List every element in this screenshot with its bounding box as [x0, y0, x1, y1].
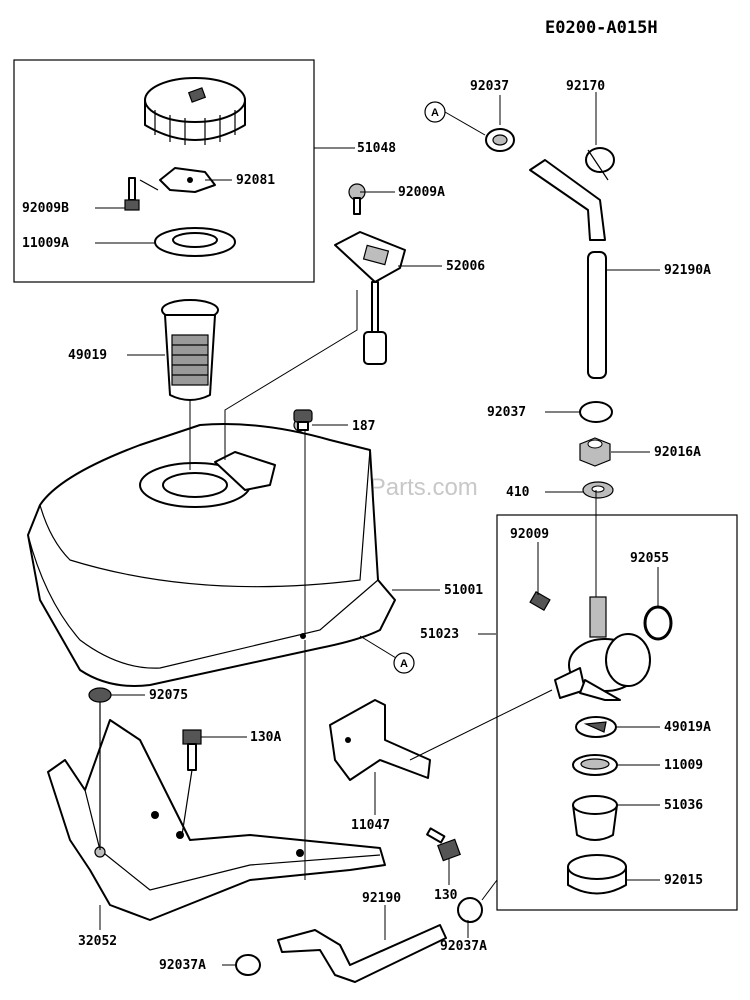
label-187: 187 [352, 419, 375, 434]
svg-text:A: A [400, 658, 408, 670]
screw-92009b[interactable] [124, 177, 140, 211]
screw-92009a[interactable] [348, 183, 366, 215]
fuel-cock-assembly-box [496, 514, 738, 911]
label-11009: 11009 [664, 758, 703, 773]
label-92009a: 92009A [398, 185, 445, 200]
bolt-130[interactable] [426, 827, 461, 862]
label-92009b: 92009B [22, 201, 69, 216]
label-51036: 51036 [664, 798, 703, 813]
label-51001: 51001 [444, 583, 483, 598]
label-92075: 92075 [149, 688, 188, 703]
label-92037-top: 92037 [470, 79, 509, 94]
clamp-92037-mid[interactable] [579, 401, 613, 423]
gasket-11009[interactable] [572, 754, 618, 776]
bolt-130a[interactable] [182, 729, 202, 771]
label-51048: 51048 [357, 141, 396, 156]
label-32052: 32052 [78, 934, 117, 949]
fuel-hose-92190[interactable] [277, 924, 447, 983]
fuel-tank-51001[interactable] [27, 418, 396, 687]
label-92016a: 92016A [654, 445, 701, 460]
clamp-92170[interactable] [585, 147, 615, 181]
diagram-code: E0200-A015H [545, 18, 658, 38]
label-92190: 92190 [362, 891, 401, 906]
label-92055: 92055 [630, 551, 669, 566]
fuel-cap[interactable] [144, 77, 246, 145]
label-92015: 92015 [664, 873, 703, 888]
label-410: 410 [506, 485, 530, 500]
label-51023: 51023 [420, 627, 459, 642]
bracket-11047[interactable] [329, 699, 431, 781]
leader-lines [95, 92, 660, 966]
screw-92009[interactable] [529, 590, 551, 612]
label-11047: 11047 [351, 818, 390, 833]
cap-plate-92081[interactable] [159, 167, 216, 193]
callout-a-bottom: A [393, 652, 415, 674]
cap-gasket-11009a[interactable] [154, 227, 236, 257]
label-92037-mid: 92037 [487, 405, 526, 420]
washer-410[interactable] [582, 481, 614, 499]
label-92190a: 92190A [664, 263, 711, 278]
grommet-92075[interactable] [88, 687, 112, 703]
label-49019a: 49019A [664, 720, 711, 735]
label-11009a: 11009A [22, 236, 69, 251]
label-92037a-left: 92037A [159, 958, 206, 973]
cap-assembly-box [13, 59, 315, 283]
cap-chain [139, 179, 159, 191]
nut-92016a[interactable] [579, 437, 611, 467]
fuel-gauge-52006[interactable] [334, 231, 406, 365]
clamp-92037a-left[interactable] [235, 954, 261, 976]
label-52006: 52006 [446, 259, 485, 274]
label-92037a-right: 92037A [440, 939, 487, 954]
screen-49019a[interactable] [575, 716, 617, 738]
cap-plug-187[interactable] [293, 409, 313, 431]
fuel-hose-92190a[interactable] [529, 159, 607, 379]
label-92009: 92009 [510, 527, 549, 542]
svg-text:A: A [431, 107, 439, 119]
label-130: 130 [434, 888, 458, 903]
cup-51036[interactable] [572, 795, 618, 841]
label-92170: 92170 [566, 79, 605, 94]
ring-nut-92015[interactable] [567, 854, 627, 895]
label-92081: 92081 [236, 173, 275, 188]
clamp-92037a-right[interactable] [457, 897, 483, 923]
callout-a-top: A [424, 101, 446, 123]
tank-base-plate-32052[interactable] [47, 719, 386, 921]
label-130a: 130A [250, 730, 281, 745]
label-49019: 49019 [68, 348, 107, 363]
fuel-strainer-49019[interactable] [161, 299, 219, 401]
clamp-92037-top[interactable] [485, 128, 515, 152]
bolt-guide-line [181, 769, 193, 836]
o-ring-92055[interactable] [643, 605, 673, 641]
fuel-cock-51023[interactable] [554, 596, 651, 701]
